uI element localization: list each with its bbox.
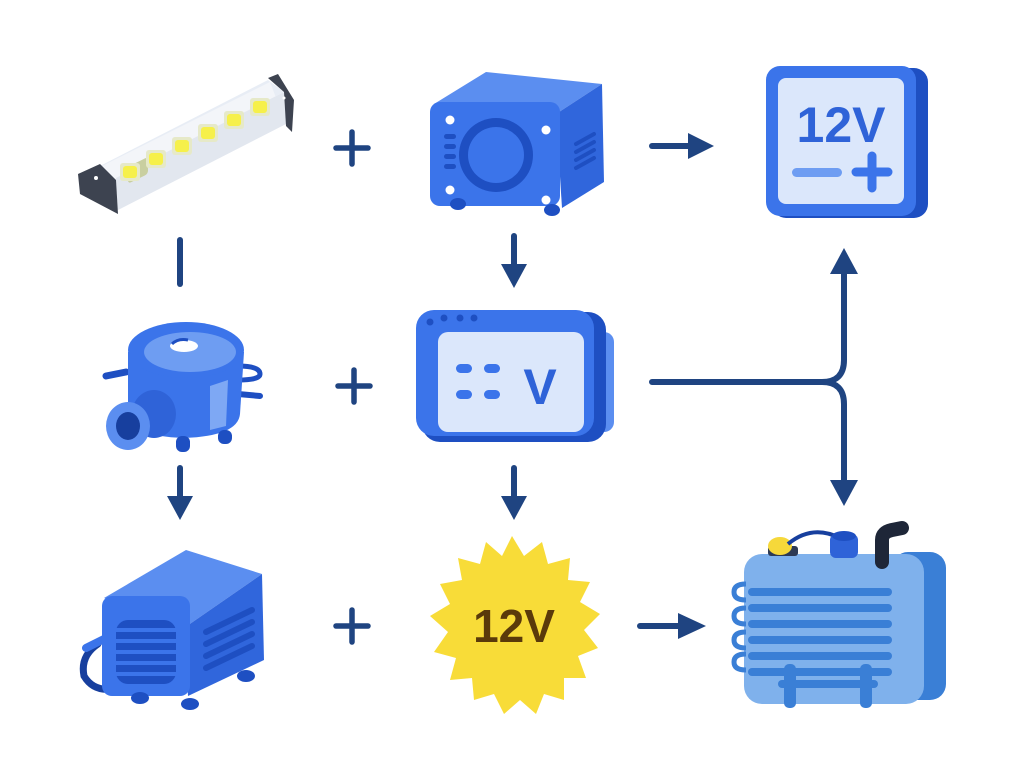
plus-connector-icon — [330, 126, 374, 170]
badge-12v-illustration: 12V — [420, 534, 604, 718]
arrow-right-connector-icon — [648, 128, 718, 164]
connector-line-vertical — [170, 236, 190, 290]
voltmeter-illustration: V — [414, 308, 620, 448]
voltmeter-unit-text: V — [523, 359, 557, 415]
compressor-illustration — [731, 521, 952, 714]
arrow-down-connector-icon — [496, 232, 532, 290]
charger-illustration — [76, 544, 272, 710]
arrow-down-connector-icon — [496, 464, 532, 522]
split-arrow-connector-icon — [646, 244, 876, 510]
voltage-display-12v-illustration: 12V — [764, 64, 934, 224]
display-12v-text: 12V — [797, 97, 887, 153]
arrow-right-connector-icon — [636, 608, 710, 644]
plus-connector-icon — [330, 604, 374, 648]
arrow-down-connector-icon — [162, 464, 198, 522]
plus-connector-icon — [332, 364, 376, 408]
power-box-illustration — [428, 68, 608, 218]
water-pump-illustration — [98, 310, 268, 458]
badge-12v-text: 12V — [473, 600, 555, 652]
led-strip-illustration — [72, 66, 302, 216]
